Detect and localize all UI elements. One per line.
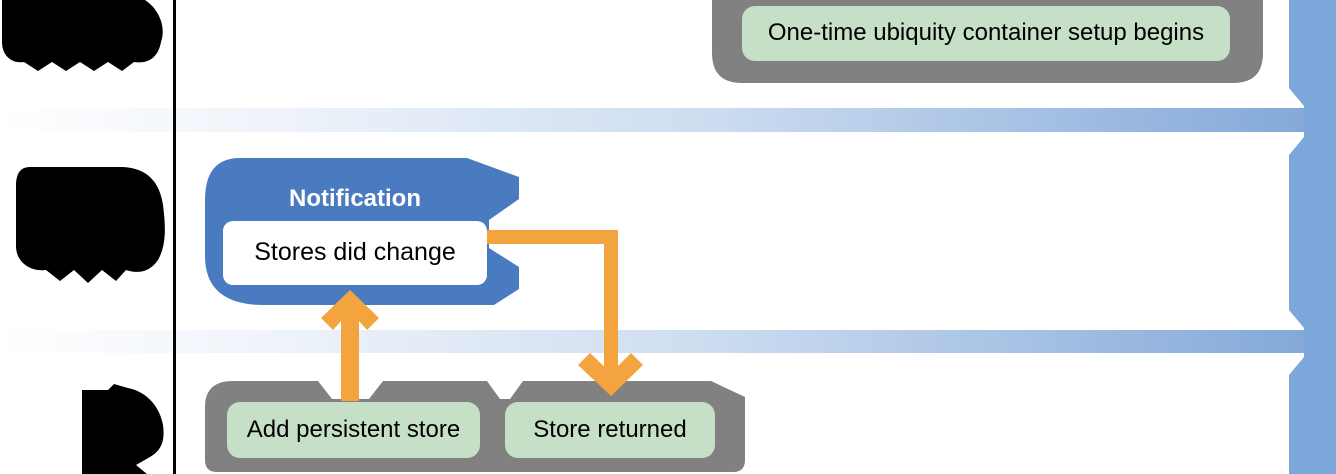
up-arrow	[321, 290, 379, 401]
store-returned-box: Store returned	[505, 402, 715, 458]
timeline-band-top	[0, 108, 1304, 132]
notification-title: Notification	[255, 184, 455, 214]
notification-title-label: Notification	[289, 184, 421, 212]
elbow-down-arrow	[487, 230, 643, 396]
setup-step-label: One-time ubiquity container setup begins	[767, 19, 1205, 47]
timeline-vertical-bar	[1289, 0, 1336, 474]
redacted-label-top	[2, 0, 163, 71]
store-returned-label: Store returned	[533, 415, 687, 443]
add-persistent-store-label: Add persistent store	[246, 415, 461, 443]
setup-step-box: One-time ubiquity container setup begins	[742, 6, 1230, 61]
notification-body-box: Stores did change	[223, 221, 487, 285]
redacted-label-bottom	[82, 384, 164, 474]
timeline-band-bottom	[0, 330, 1304, 353]
notification-body-label: Stores did change	[254, 238, 456, 267]
redacted-label-middle	[16, 167, 165, 283]
lane-separator-line	[173, 0, 176, 474]
add-persistent-store-box: Add persistent store	[227, 402, 480, 458]
